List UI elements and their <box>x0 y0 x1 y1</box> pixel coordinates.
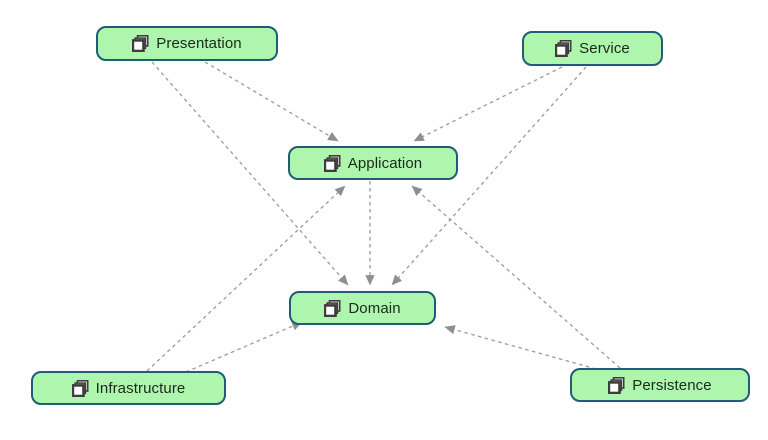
edge-persistence-application <box>411 185 621 369</box>
edge-service-application <box>413 66 563 142</box>
node-domain[interactable]: Domain <box>289 291 436 325</box>
node-infrastructure[interactable]: Infrastructure <box>31 371 226 405</box>
edge-infrastructure-application <box>146 185 346 372</box>
stacked-squares-package-icon <box>71 379 89 397</box>
node-label: Domain <box>348 299 401 317</box>
node-service[interactable]: Service <box>522 31 663 66</box>
node-label: Infrastructure <box>95 379 186 397</box>
stacked-squares-package-icon <box>608 376 625 394</box>
node-persistence[interactable]: Persistence <box>570 368 750 402</box>
stacked-squares-package-icon <box>132 35 149 52</box>
edge-infrastructure-domain <box>185 321 303 373</box>
node-label: Presentation <box>156 35 242 52</box>
node-presentation[interactable]: Presentation <box>96 26 278 61</box>
stacked-squares-package-icon <box>323 154 341 172</box>
edge-presentation-application <box>204 61 339 142</box>
node-label: Service <box>579 40 630 57</box>
node-application[interactable]: Application <box>288 146 458 180</box>
stacked-squares-package-icon <box>555 40 572 57</box>
node-label: Application <box>347 154 423 172</box>
edge-persistence-domain <box>444 325 597 370</box>
stacked-squares-package-icon <box>324 299 341 317</box>
node-label: Persistence <box>632 376 712 394</box>
